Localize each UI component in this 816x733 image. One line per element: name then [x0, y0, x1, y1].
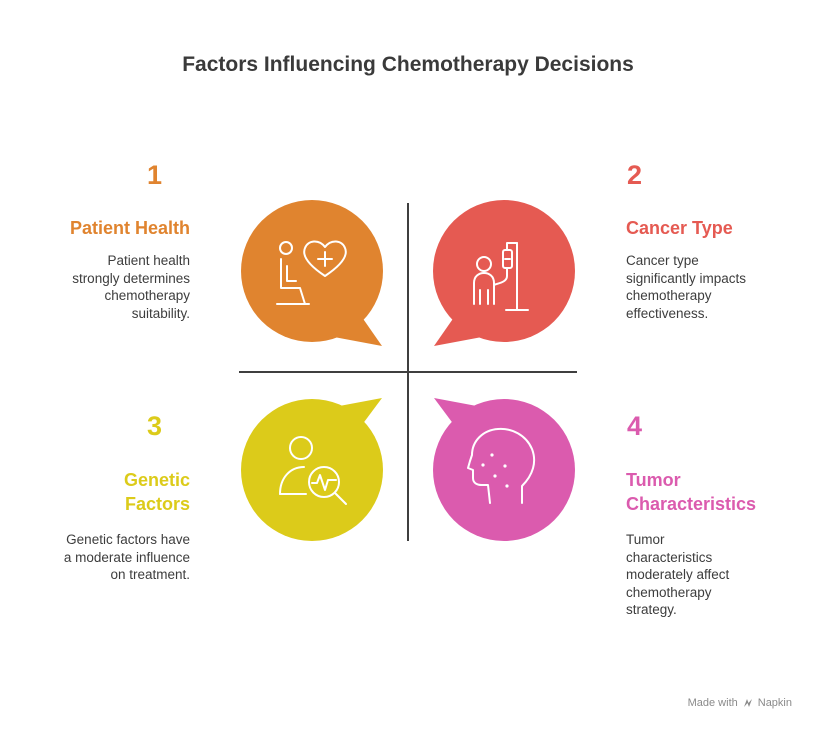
factor-4-description-line: characteristics	[626, 549, 713, 565]
factor-4-heading-line: Characteristics	[626, 494, 757, 514]
factor-2-heading-line: Cancer Type	[626, 218, 733, 238]
made-with-napkin: Made with Napkin	[688, 697, 792, 709]
patient-heart-icon	[276, 240, 347, 305]
factor-1-bubble	[241, 200, 383, 346]
factor-2-description: Cancer type significantly impacts chemot…	[626, 252, 746, 322]
factor-3-description-line: Genetic factors have	[66, 532, 190, 547]
made-with-label: Made with	[687, 697, 738, 709]
person-search-icon	[279, 436, 347, 505]
iv-drip-patient-icon	[473, 242, 529, 311]
napkin-logo-icon	[743, 699, 752, 707]
factor-3-heading-line: Factors	[124, 494, 190, 514]
factor-4-description-line: Tumor	[626, 532, 665, 547]
head-profile-icon	[467, 427, 536, 504]
factor-2-description-line: chemotherapy	[626, 288, 712, 303]
factor-1-description-line: suitability.	[131, 305, 190, 321]
factor-2-bubble	[433, 200, 575, 346]
napkin-brand-label: Napkin	[757, 697, 792, 709]
factor-4-number: 4	[627, 411, 643, 441]
factor-4-description: Tumor characteristics moderately affect …	[626, 531, 729, 619]
factor-1-number: 1	[147, 160, 163, 190]
factor-2-heading: Cancer Type	[626, 216, 733, 240]
factor-4-heading-line: Tumor	[626, 470, 681, 490]
factor-3-heading-line: Genetic	[123, 470, 190, 490]
factor-4-description-line: chemotherapy	[626, 584, 712, 600]
factor-1-heading: Patient Health	[70, 216, 190, 240]
factor-2-description-line: effectiveness.	[626, 305, 709, 321]
factor-3-description-line: on treatment.	[110, 567, 190, 582]
factor-1-description-line: Patient health	[107, 253, 190, 268]
factor-4-heading: Tumor Characteristics	[626, 468, 756, 516]
factor-4-bubble	[433, 398, 575, 541]
factor-3-number: 3	[147, 411, 163, 441]
factor-1-description-line: chemotherapy	[104, 288, 190, 303]
factor-1-description: Patient health strongly determines chemo…	[72, 252, 190, 322]
factor-2-description-line: significantly impacts	[626, 270, 747, 286]
factor-3-heading: Genetic Factors	[124, 468, 190, 516]
factor-2-description-line: Cancer type	[626, 253, 699, 268]
factor-2-number: 2	[627, 160, 643, 190]
factor-1-description-line: strongly determines	[72, 270, 190, 286]
factor-4-description-line: moderately affect	[626, 567, 730, 582]
page-title: Factors Influencing Chemotherapy Decisio…	[182, 53, 634, 76]
factor-3-description-line: a moderate influence	[63, 549, 190, 565]
factor-4-description-line: strategy.	[626, 602, 677, 617]
factor-1-heading-line: Patient Health	[69, 218, 190, 238]
factor-3-bubble	[241, 398, 383, 541]
factor-3-description: Genetic factors have a moderate influenc…	[64, 531, 190, 584]
